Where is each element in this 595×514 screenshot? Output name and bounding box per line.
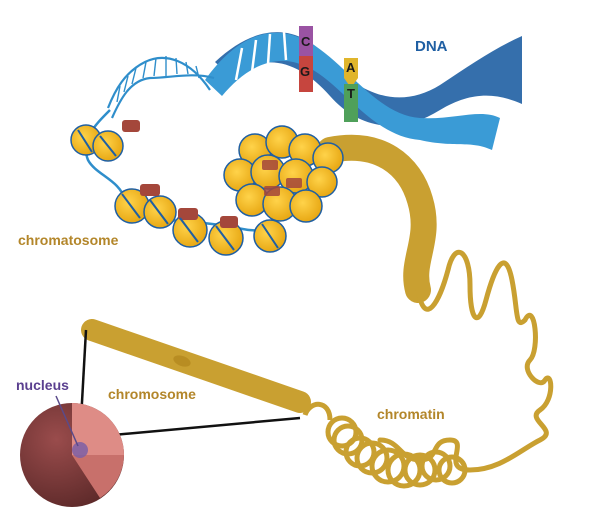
- cell: [20, 403, 124, 507]
- dna-label: DNA: [415, 38, 448, 55]
- base-g-label: G: [300, 64, 311, 79]
- histone-h1: [220, 216, 238, 228]
- histone-h1: [122, 120, 140, 132]
- chromosome: [81, 319, 311, 413]
- histone-h1: [140, 184, 160, 196]
- nucleus-body: [72, 442, 88, 458]
- nucleus-pointer: [55, 395, 79, 447]
- base-c-label: C: [301, 34, 311, 49]
- base-t-label: T: [347, 86, 355, 101]
- base-pair-a: [344, 58, 358, 88]
- histone-h1: [178, 208, 198, 220]
- chromatin-fiber: [317, 134, 554, 473]
- chromatosome-label: chromatosome: [18, 232, 119, 248]
- nucleosome-cluster: [223, 125, 344, 223]
- base-pair-g: [299, 56, 313, 92]
- dna-linker-helix: [106, 56, 215, 119]
- dna-rungs: [234, 31, 288, 81]
- chromatosome-string: [70, 109, 287, 256]
- chromatin-coils: [302, 401, 468, 489]
- nucleus-label: nucleus: [16, 377, 69, 393]
- chromatin-label: chromatin: [377, 406, 445, 422]
- base-pair-t: [344, 84, 358, 122]
- chromosome-label: chromosome: [108, 386, 196, 402]
- base-a-label: A: [346, 60, 356, 75]
- base-pair-c: [299, 26, 313, 56]
- dna-helix: [205, 26, 522, 150]
